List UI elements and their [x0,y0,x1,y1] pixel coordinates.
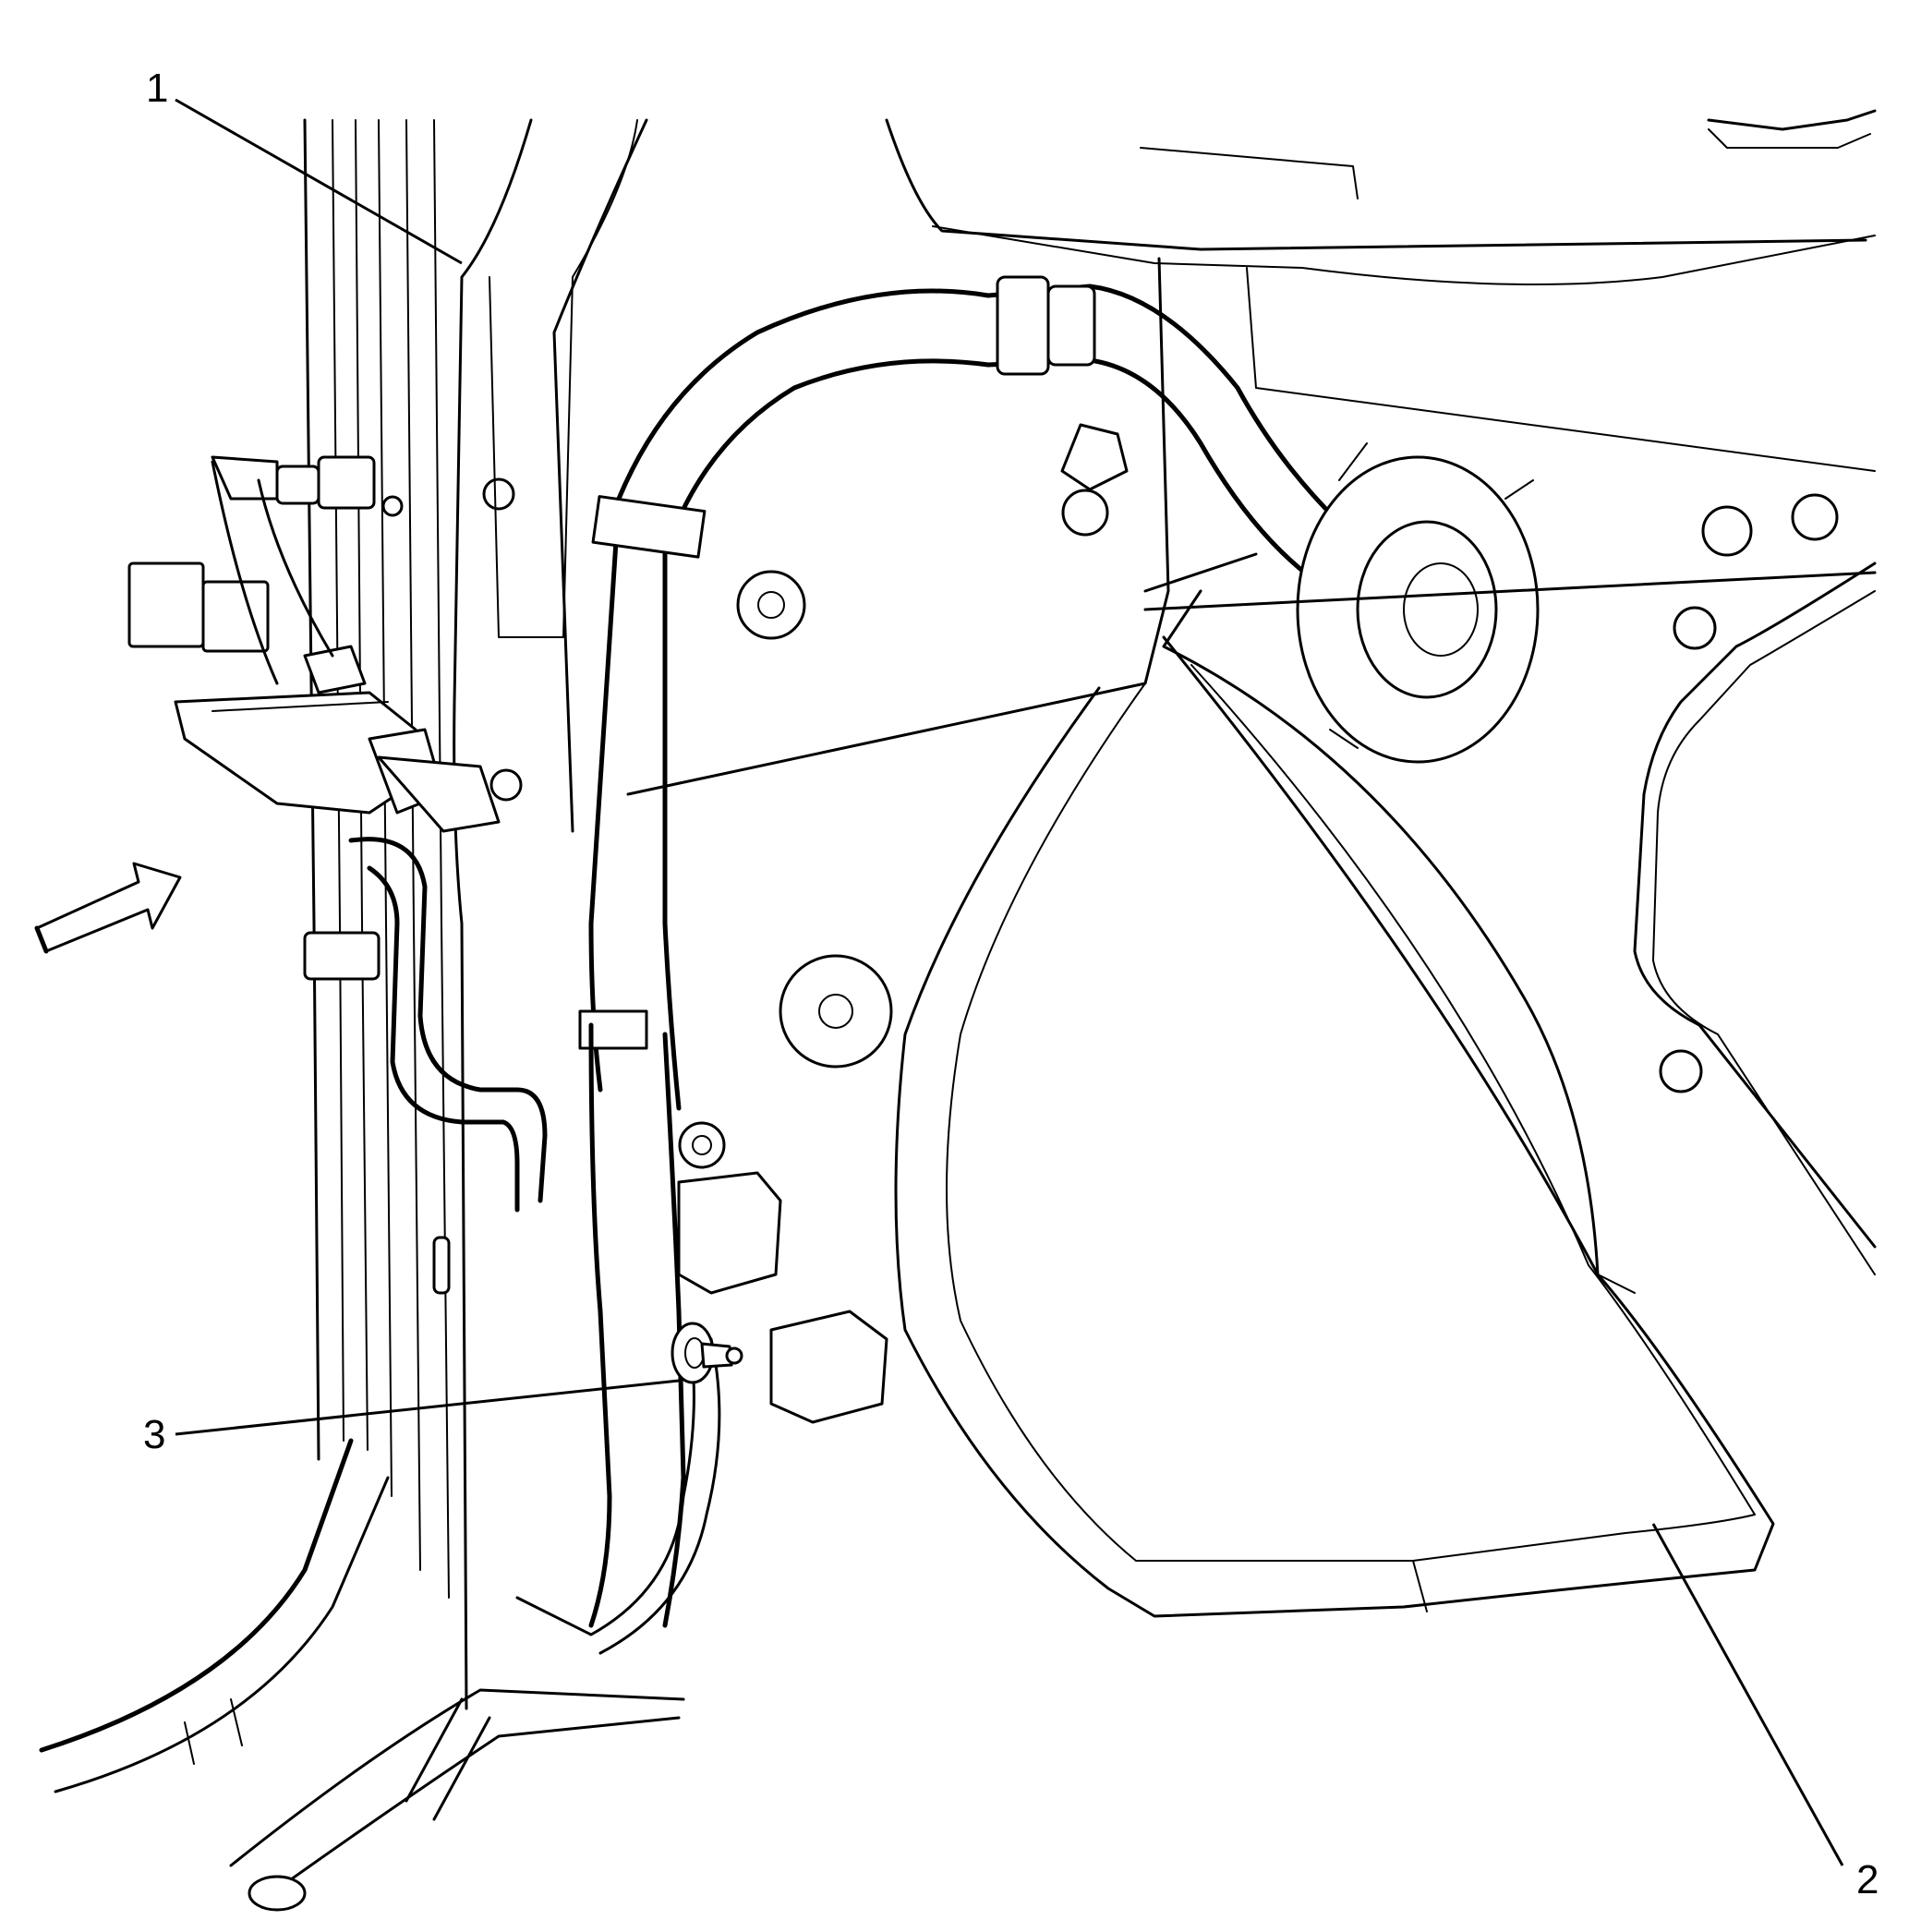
water-deflector [894,589,1775,1618]
callout-label-2: 2 [1856,1857,1879,1902]
leader-2 [1651,1523,1844,1866]
harness-grommet [1296,442,1540,764]
leader-3 [175,1379,680,1436]
callout-label-3: 3 [143,1412,165,1457]
lower-harness-branch [515,1022,888,1655]
callout-label-1: 1 [146,66,168,111]
door-pillar [303,118,648,1710]
view-direction-arrow [34,862,182,954]
pillar-connectors [127,455,501,833]
door-inner-panel [626,109,1877,796]
callout-leaders [175,98,1844,1866]
pillar-wire [303,837,548,1295]
leader-1 [175,98,463,265]
harness-fastener [671,1322,743,1384]
panel-holes [482,477,1839,1169]
right-edge-frame [1633,561,1877,1275]
lower-frame [39,1438,685,1912]
